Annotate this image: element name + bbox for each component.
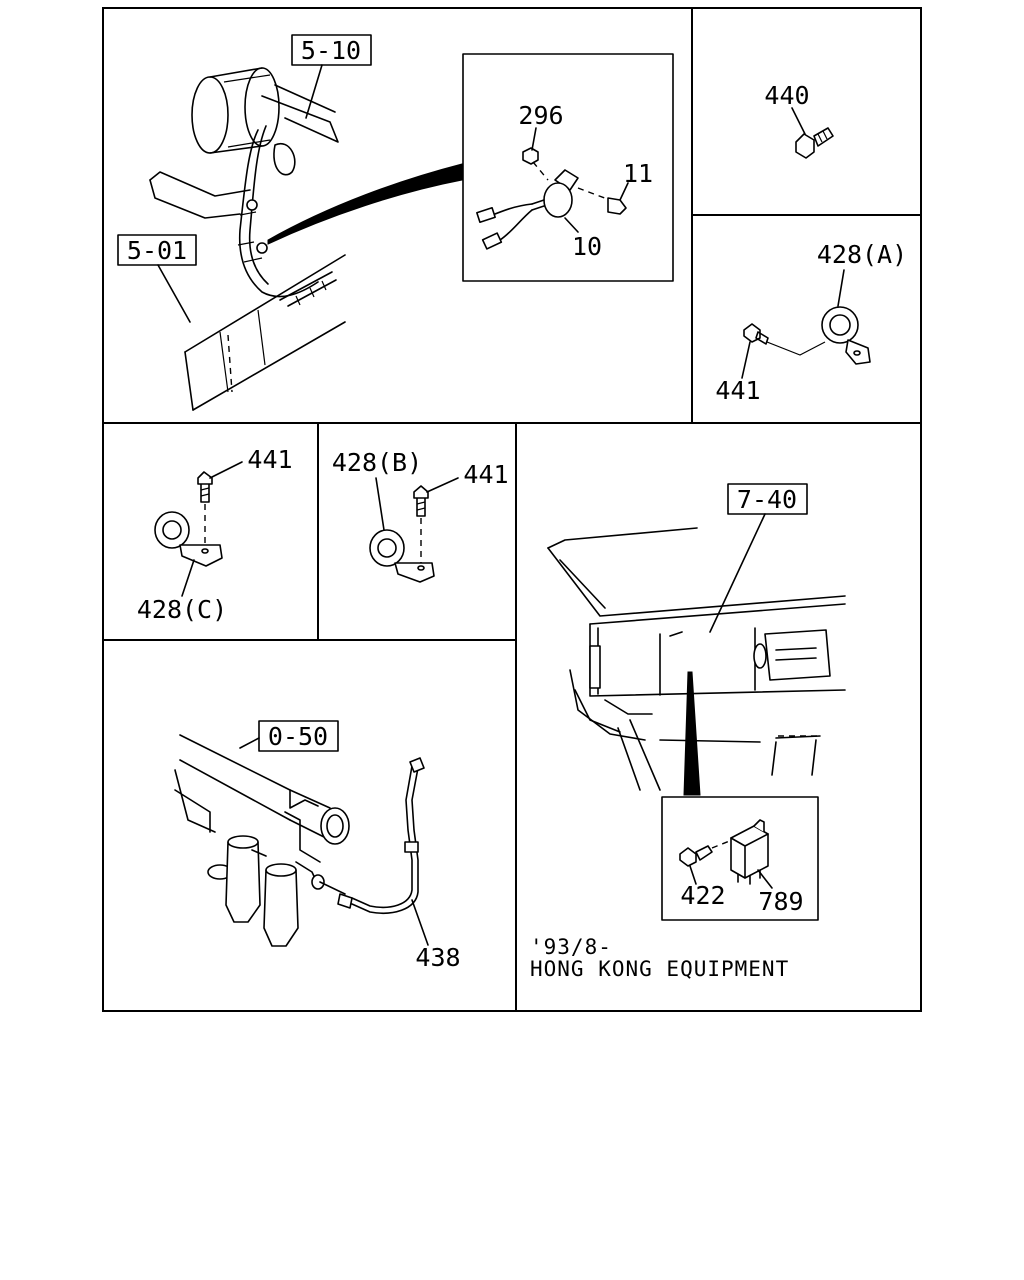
bolt-11-drawing: [607, 197, 627, 215]
equipment-note: HONG KONG EQUIPMENT: [530, 957, 789, 981]
sensor-438-drawing: [319, 757, 425, 914]
part-789-label: 789: [758, 887, 803, 916]
clip-428a-panel: 428(A) 441: [715, 240, 907, 405]
part-441-c-label: 441: [463, 460, 508, 489]
part-296-label: 296: [518, 101, 563, 130]
filter-bowls-drawing: [207, 835, 325, 947]
bolt-441-c-drawing: [413, 485, 429, 517]
part-441-b-label: 441: [247, 445, 292, 474]
clip-428c-panel: 441 428(C): [137, 445, 293, 624]
date-note: '93/8-: [530, 935, 612, 959]
ref-0-50-label: 0-50: [268, 722, 328, 751]
clip-428c-drawing: [154, 511, 223, 567]
dashboard-relay-panel: 7-40 422 789 '93/8- HONG KONG EQUIPMENT: [530, 483, 846, 981]
bolt-441-b-drawing: [197, 471, 213, 503]
part-428c-label: 428(C): [137, 595, 227, 624]
bolt-440-drawing: [795, 127, 834, 159]
ref-box-7-40: 7-40: [709, 483, 808, 633]
relay-detail-inset: 422 789: [661, 796, 819, 921]
frame-harness-panel: 5-10 5-01: [117, 34, 674, 411]
ref-box-5-10: 5-10: [291, 34, 372, 119]
relay-789-drawing: [730, 819, 769, 885]
switch-10-drawing: [476, 169, 579, 250]
diagram-frame: [102, 7, 922, 1012]
ref-5-01-label: 5-01: [127, 236, 187, 265]
part-440-label: 440: [764, 81, 809, 110]
part-428b-label: 428(B): [332, 448, 422, 477]
clip-428b-panel: 428(B) 441: [332, 448, 509, 583]
clip-428a-drawing: [821, 306, 871, 365]
fuel-tank-drawing: [191, 67, 280, 154]
filter-bracket-drawing: [174, 734, 350, 863]
frame-rail-drawing: [149, 171, 346, 411]
ref-box-0-50: 0-50: [239, 720, 339, 752]
detail-arrow: [267, 163, 463, 245]
ref-box-5-01: 5-01: [117, 234, 197, 323]
nut-296-drawing: [522, 147, 539, 165]
part-438-label: 438: [415, 943, 460, 972]
part-428a-label: 428(A): [817, 240, 907, 269]
part-10-label: 10: [572, 232, 602, 261]
bolt-441-a-drawing: [743, 323, 769, 345]
relay-arrow: [683, 671, 701, 796]
bolt-422-drawing: [679, 845, 713, 867]
ref-7-40-label: 7-40: [737, 485, 797, 514]
bolt-440-panel: 440: [764, 81, 834, 159]
fuel-filter-panel: 0-50 438: [174, 720, 461, 972]
part-422-label: 422: [680, 881, 725, 910]
dashboard-drawing: [547, 527, 846, 791]
wire-harness-drawing: [237, 125, 337, 307]
part-441-a-label: 441: [715, 376, 760, 405]
clip-428b-drawing: [369, 529, 435, 583]
ref-5-10-label: 5-10: [301, 36, 361, 65]
part-11-label: 11: [623, 159, 653, 188]
switch-detail-inset: 296 11 10: [462, 53, 674, 282]
